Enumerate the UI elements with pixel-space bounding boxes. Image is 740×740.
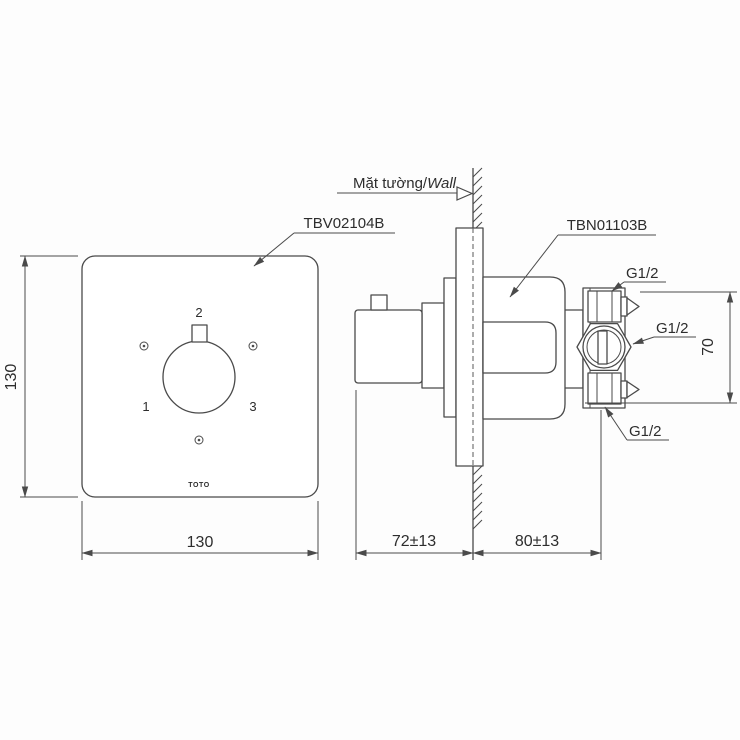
wall-label: Mặt tường/Wall: [337, 175, 474, 201]
screw-dot-left: [139, 341, 149, 351]
wall-arrow-icon: [456, 186, 474, 201]
dial-tab[interactable]: [191, 324, 208, 343]
port-bottom-text: G1/2: [629, 423, 662, 440]
trim-model-label: TBV02104B: [253, 215, 395, 267]
toto-logo: TOTO: [188, 482, 210, 489]
screw-dot-right: [248, 341, 258, 351]
port-top-plug: [626, 297, 640, 316]
port-side-text: G1/2: [656, 320, 689, 337]
port-bottom-plug: [626, 380, 640, 399]
width-dimension: 130: [81, 501, 319, 560]
svg-text:Mặt tường/Wall: Mặt tường/Wall: [353, 175, 457, 192]
port-span-dimension: 70: [585, 291, 737, 404]
wall-line: [472, 167, 483, 560]
faceplate-side: [455, 227, 484, 467]
port-top: [587, 290, 640, 323]
wall-depth-text: 80±13: [515, 533, 559, 550]
wall-label-vi: Mặt tường/: [353, 175, 428, 192]
dial-position-3: 3: [249, 399, 256, 414]
valve-body: [482, 276, 640, 420]
handle-sleeve: [443, 277, 457, 418]
port-bottom: [587, 372, 640, 405]
port-side-label: G1/2: [632, 320, 696, 345]
port-top-label: G1/2: [611, 265, 666, 292]
wall-hatch-top: [472, 167, 483, 232]
wall-label-en: Wall: [427, 175, 457, 192]
port-span-text: 70: [700, 338, 717, 356]
width-dim-text: 130: [187, 534, 214, 551]
handle-side: [354, 277, 457, 418]
valve-body-step: [482, 321, 557, 374]
handle-tab: [370, 294, 388, 311]
port-side: [576, 322, 632, 372]
handle-stem: [421, 302, 445, 389]
side-view: Mặt tường/Wall: [253, 167, 737, 560]
wall-hatch-bottom: [472, 465, 483, 530]
dial-position-2: 2: [195, 305, 202, 320]
front-depth-text: 72±13: [392, 533, 436, 550]
trim-model-text: TBV02104B: [304, 215, 385, 232]
valve-model-label: TBN01103B: [509, 217, 656, 298]
height-dim-text: 130: [3, 364, 20, 391]
valve-model-text: TBN01103B: [567, 217, 648, 234]
handle-knob[interactable]: [354, 309, 423, 384]
faceplate: [81, 255, 319, 498]
dial-position-1: 1: [142, 399, 149, 414]
port-bottom-label: G1/2: [604, 406, 669, 441]
height-dimension: 130: [3, 255, 78, 498]
depth-dimensions: 72±13 80±13: [355, 390, 602, 560]
front-view: 130 2 1 3 TOTO 130: [3, 255, 319, 560]
port-top-text: G1/2: [626, 265, 659, 282]
screw-dot-bottom: [194, 435, 204, 445]
